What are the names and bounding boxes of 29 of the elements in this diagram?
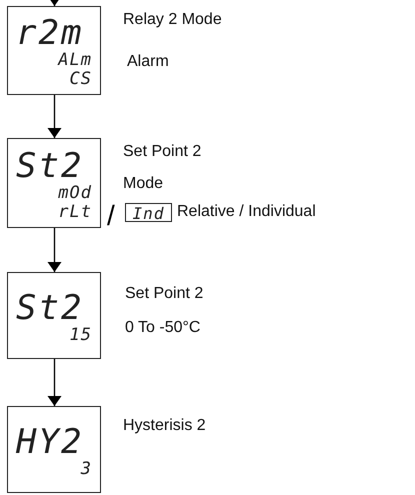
lcd-display bbox=[7, 6, 101, 95]
parameter-description: 0 To -50°C bbox=[125, 320, 200, 336]
display-reading: rLt bbox=[57, 204, 92, 220]
parameter-description: Alarm bbox=[127, 54, 169, 70]
lcd-display bbox=[7, 406, 101, 493]
separator-text: / bbox=[107, 202, 115, 230]
arrow bbox=[48, 228, 62, 272]
arrow bbox=[48, 95, 62, 138]
arrow bbox=[48, 0, 62, 6]
arrow bbox=[48, 359, 62, 406]
option-display bbox=[125, 203, 172, 222]
display-reading: r2m bbox=[16, 16, 84, 50]
display-reading: CS bbox=[68, 71, 92, 88]
display-reading: ALm bbox=[56, 52, 92, 69]
display-reading: 3 bbox=[80, 460, 92, 478]
parameter-description: Relay 2 Mode bbox=[123, 12, 222, 28]
display-reading: St2 bbox=[16, 148, 84, 182]
display-reading: HY2 bbox=[16, 424, 84, 458]
lcd-display bbox=[7, 272, 101, 359]
lcd-display bbox=[7, 138, 101, 228]
parameter-description: Mode bbox=[123, 176, 164, 192]
parameter-description: Hysterisis 2 bbox=[123, 418, 206, 434]
parameter-description: Relative / Individual bbox=[177, 204, 316, 220]
display-reading: mOd bbox=[57, 184, 92, 202]
display-reading: 15 bbox=[68, 326, 92, 344]
display-reading: Ind bbox=[132, 206, 164, 222]
parameter-description: Set Point 2 bbox=[123, 144, 202, 160]
display-reading: St2 bbox=[16, 290, 84, 324]
parameter-description: Set Point 2 bbox=[125, 286, 204, 302]
